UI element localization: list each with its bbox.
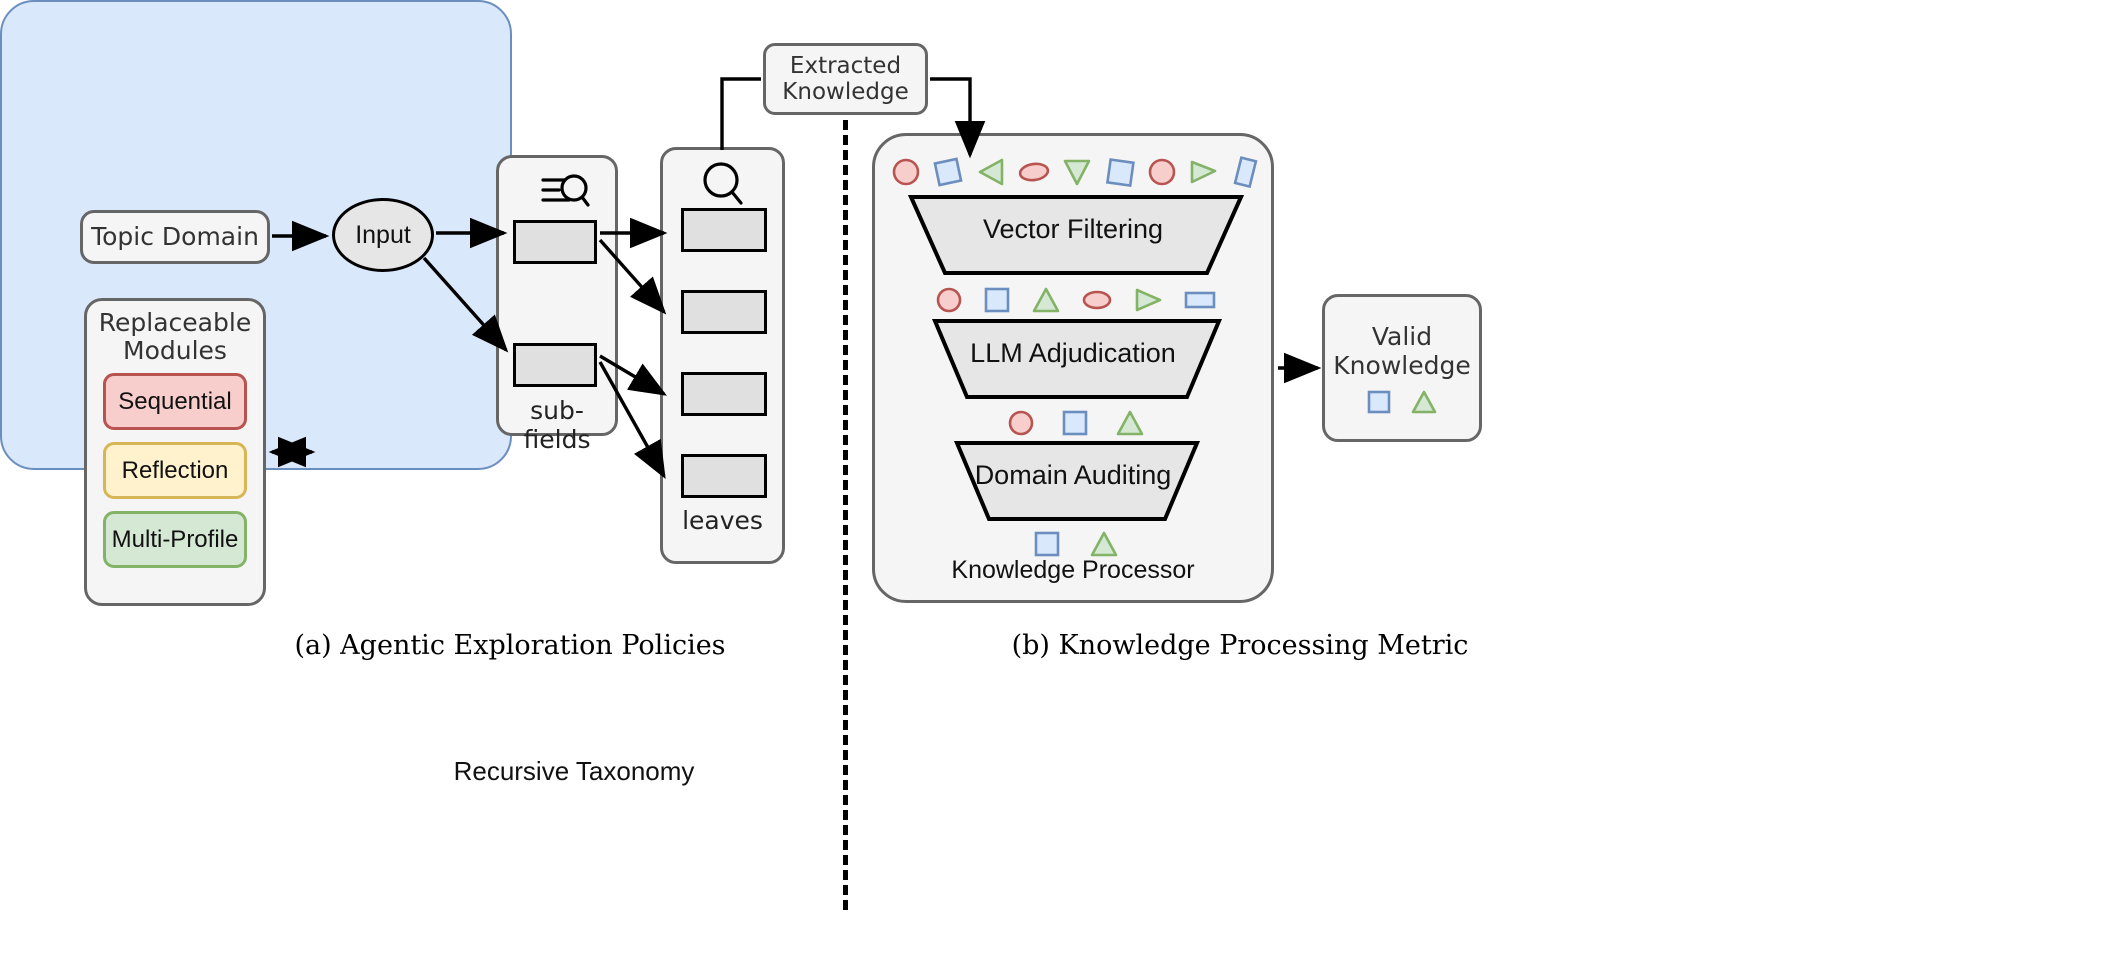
sub-field-node — [513, 220, 597, 264]
triangle-up-green-icon — [1411, 390, 1437, 413]
circle-red-icon — [892, 158, 920, 186]
shape-row-after-domain — [887, 528, 1265, 560]
circle-red-icon — [1148, 158, 1176, 186]
square-blue-icon — [984, 287, 1010, 313]
llm-adjudication-funnel — [931, 319, 1223, 399]
shape-row-input-shapes — [887, 150, 1265, 194]
module-label: Multi-Profile — [111, 525, 239, 553]
arrow-leaves-to-extracted — [720, 77, 761, 150]
rect-blue-icon — [1233, 156, 1258, 189]
sub-field-node — [513, 343, 597, 387]
triangle-right-green-icon — [1190, 160, 1217, 184]
panel-divider — [843, 120, 848, 910]
extracted-knowledge-box: Extracted Knowledge — [763, 43, 928, 115]
extracted-knowledge-line1: Extracted — [789, 52, 902, 79]
list-search-icon — [541, 174, 590, 207]
leaf-node — [681, 208, 767, 252]
stage-label-llm-adjudication: LLM Adjudication — [970, 338, 1176, 368]
search-icon — [703, 162, 743, 205]
square-blue-icon — [1062, 410, 1088, 436]
circle-red-icon — [1008, 410, 1034, 436]
rect-blue-icon — [1184, 291, 1216, 309]
triangle-up-green-icon — [1116, 410, 1144, 436]
sub-fields-caption: sub-fields — [523, 396, 591, 454]
topic-domain-label: Topic Domain — [91, 221, 259, 251]
caption-b: (b) Knowledge Processing Metric — [1011, 630, 1469, 661]
leaves-card: leaves — [660, 147, 785, 564]
module-chip-reflection[interactable]: Reflection — [103, 442, 247, 499]
circle-red-icon — [936, 287, 962, 313]
leaf-node — [681, 372, 767, 416]
triangle-down-green-icon — [1063, 159, 1091, 186]
topic-domain-box: Topic Domain — [80, 210, 270, 264]
valid-knowledge-line1: Valid — [1371, 321, 1433, 351]
module-chip-sequential[interactable]: Sequential — [103, 373, 247, 430]
valid-knowledge-line2: Knowledge — [1333, 351, 1471, 380]
square-blue-icon — [1367, 390, 1391, 413]
leaf-node — [681, 454, 767, 498]
vector-filtering-funnel — [907, 195, 1245, 275]
triangle-left-green-icon — [978, 158, 1004, 186]
stage-label-vector-filtering: Vector Filtering — [982, 214, 1164, 244]
square-blue-icon — [1105, 158, 1135, 188]
triangle-up-green-icon — [1090, 531, 1118, 557]
shape-row-after-vector — [887, 282, 1265, 318]
leaf-node — [681, 290, 767, 334]
shape-row-after-llm — [887, 406, 1265, 440]
square-blue-icon — [1034, 531, 1060, 557]
knowledge-processor-label: Knowledge Processor — [951, 556, 1195, 584]
ellipse-red-icon — [1018, 162, 1050, 182]
stage-label-domain-auditing: Domain Auditing — [974, 460, 1172, 490]
module-chip-multi-profile[interactable]: Multi-Profile — [103, 511, 247, 568]
ellipse-red-icon — [1082, 290, 1112, 310]
valid-knowledge-box: Valid Knowledge — [1322, 294, 1482, 442]
square-blue-icon — [933, 157, 963, 187]
recursive-taxonomy-label: Recursive Taxonomy — [453, 756, 695, 786]
leaves-caption: leaves — [682, 506, 763, 535]
knowledge-processor-card: Vector Filtering LLM Adjudication Domain… — [872, 133, 1274, 603]
input-node-label: Input — [355, 220, 411, 249]
caption-a: (a) Agentic Exploration Policies — [294, 630, 726, 661]
module-label: Reflection — [121, 456, 229, 484]
triangle-up-green-icon — [1032, 287, 1060, 313]
module-label: Sequential — [118, 387, 232, 415]
extracted-knowledge-line2: Knowledge — [782, 79, 909, 105]
domain-auditing-funnel — [953, 441, 1201, 521]
input-node: Input — [332, 198, 434, 272]
valid-knowledge-shapes — [1366, 389, 1438, 415]
triangle-right-green-icon — [1135, 288, 1162, 312]
sub-fields-card: sub-fields — [496, 155, 618, 454]
